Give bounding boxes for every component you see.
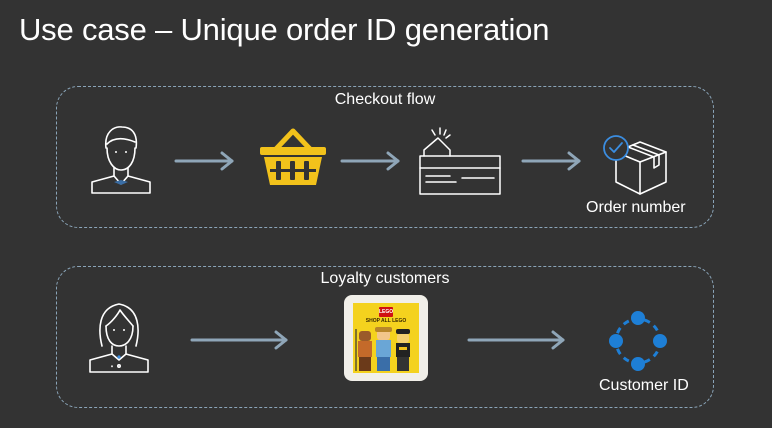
arrow-right-2: [340, 151, 400, 171]
lego-app-banner: LEGO SHOP ALL LEGO: [353, 303, 419, 373]
arrow-right-3: [521, 151, 581, 171]
customer-id-label: Customer ID: [599, 377, 689, 394]
arrow-right-1: [174, 151, 234, 171]
order-number-label: Order number: [586, 199, 686, 216]
package-checked-icon: [603, 135, 667, 195]
checkout-flow-panel: Checkout flow: [56, 86, 714, 228]
loyalty-customers-panel: Loyalty customers: [56, 266, 714, 408]
checkout-flow-label: Checkout flow: [334, 91, 436, 108]
user-icon: [91, 126, 151, 194]
shopping-basket-icon: [260, 128, 326, 185]
payment-form-icon: [419, 127, 501, 195]
slide-title: Use case – Unique order ID generation: [19, 12, 550, 47]
loyalty-customers-label: Loyalty customers: [320, 270, 450, 287]
lego-banner-text: SHOP ALL LEGO: [365, 318, 407, 324]
lego-minifigures-icon: [355, 327, 410, 371]
arrow-right-5: [467, 330, 565, 350]
lego-shop-app-icon: LEGO SHOP ALL LEGO: [344, 295, 428, 381]
arrow-right-4: [190, 330, 288, 350]
user-female-icon: [89, 303, 149, 373]
lego-logo: LEGO: [379, 307, 394, 317]
identity-network-icon: [609, 311, 667, 371]
